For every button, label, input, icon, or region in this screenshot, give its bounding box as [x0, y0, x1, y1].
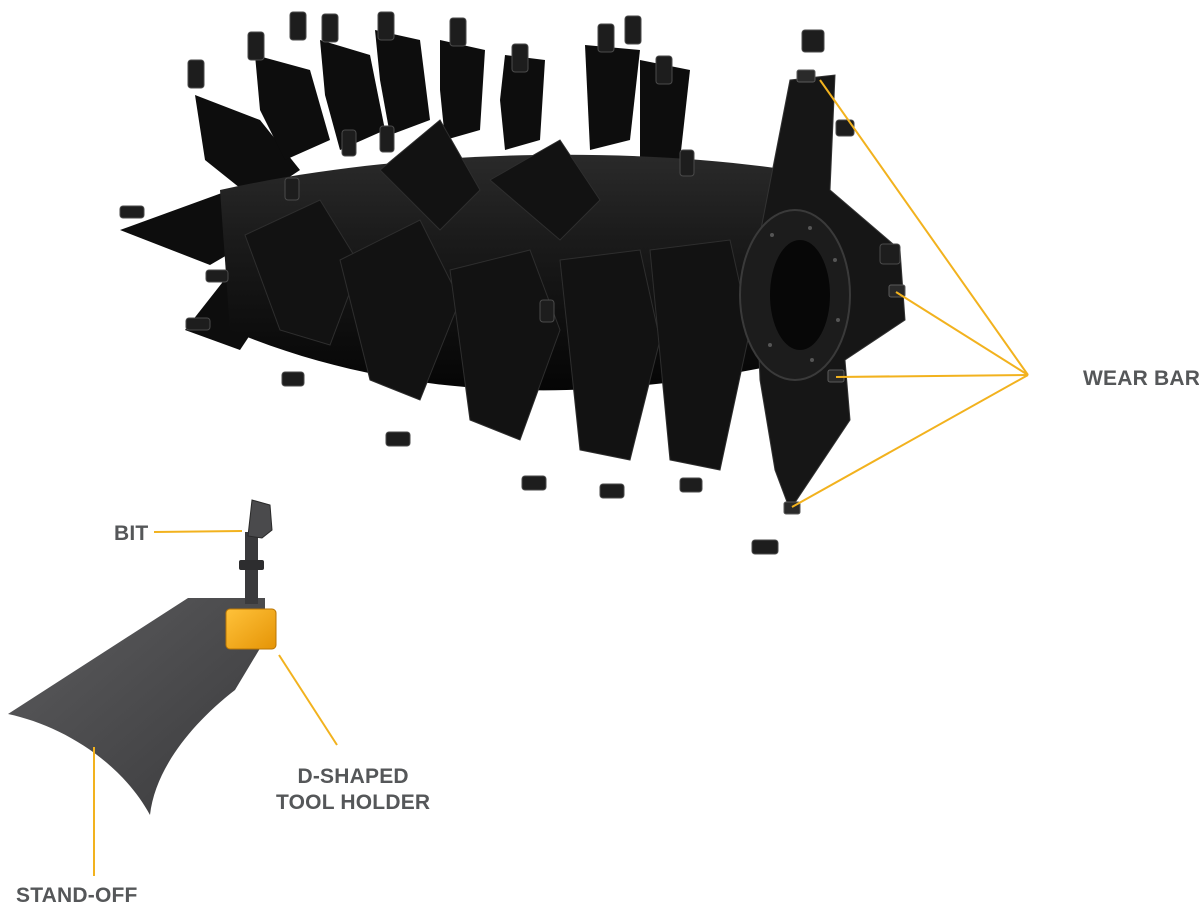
drum-end-flange — [739, 74, 906, 512]
d-shaped-tool-holder — [225, 608, 277, 650]
leader-wear-1 — [819, 79, 1029, 376]
rotor-drum — [119, 11, 906, 555]
label-stand-off: STAND-OFF — [16, 884, 138, 907]
leader-wear-3 — [835, 374, 1029, 378]
leader-tool-holder — [278, 654, 338, 746]
leader-wear-4 — [791, 374, 1029, 508]
stand-off-plate — [8, 598, 265, 815]
rotor-bits — [119, 11, 901, 555]
rotor-paddles-front — [244, 119, 751, 471]
label-wear-bars: WEAR BARS — [1083, 367, 1199, 390]
leader-wear-2 — [895, 291, 1029, 376]
label-d-shaped-tool-holder: D-SHAPED TOOL HOLDER — [276, 764, 430, 816]
label-tool-holder-line1: D-SHAPED — [297, 765, 409, 788]
label-bit: BIT — [114, 522, 149, 545]
stand-off-detail — [8, 499, 277, 815]
leader-bit — [153, 530, 243, 533]
wear-bars — [783, 69, 906, 515]
bit-collar — [239, 560, 264, 570]
bit-tip — [247, 499, 273, 539]
leader-lines — [93, 79, 1029, 876]
label-tool-holder-line2: TOOL HOLDER — [276, 791, 431, 814]
